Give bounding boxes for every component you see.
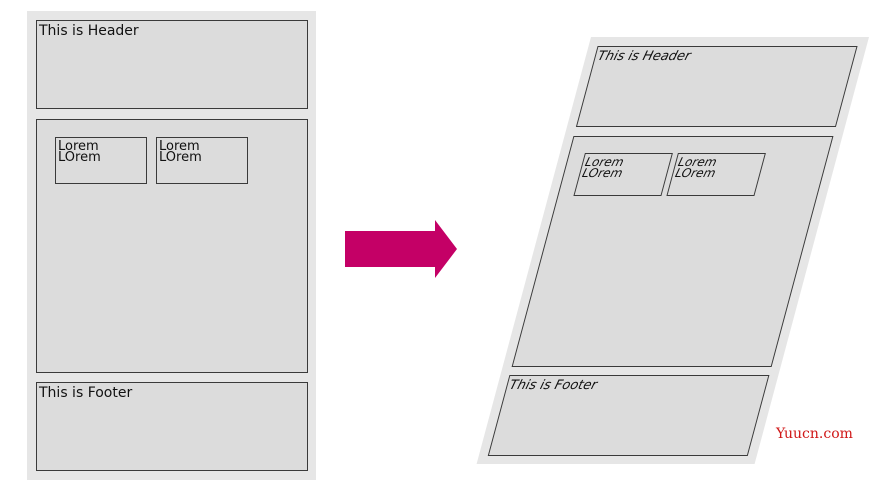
right-header-box: This is Header [575, 46, 858, 127]
right-skewed-layout: This is Header Lorem LOrem Lorem LOrem T… [476, 37, 869, 464]
left-card-1-line-2: LOrem [58, 150, 101, 165]
left-header-box: This is Header [36, 20, 308, 109]
left-header-label: This is Header [39, 23, 139, 39]
left-card-1: Lorem LOrem [55, 137, 147, 184]
right-header-label: This is Header [595, 49, 693, 64]
left-body-box [36, 119, 308, 373]
right-card-1-line-2: LOrem [580, 166, 625, 180]
left-card-2-line-2: LOrem [159, 150, 202, 165]
left-card-2: Lorem LOrem [156, 137, 248, 184]
watermark-text: Yuucn.com [776, 426, 853, 442]
right-footer-label: This is Footer [507, 378, 599, 393]
right-card-2: Lorem LOrem [666, 153, 766, 196]
left-card-2-line-1: Lorem [159, 139, 200, 154]
right-card-1: Lorem LOrem [573, 153, 673, 196]
right-footer-box: This is Footer [487, 375, 770, 456]
right-card-2-line-2: LOrem [673, 166, 718, 180]
left-card-1-line-1: Lorem [58, 139, 99, 154]
left-footer-label: This is Footer [39, 385, 133, 401]
arrow-right-icon [345, 220, 457, 278]
left-footer-box: This is Footer [36, 382, 308, 471]
